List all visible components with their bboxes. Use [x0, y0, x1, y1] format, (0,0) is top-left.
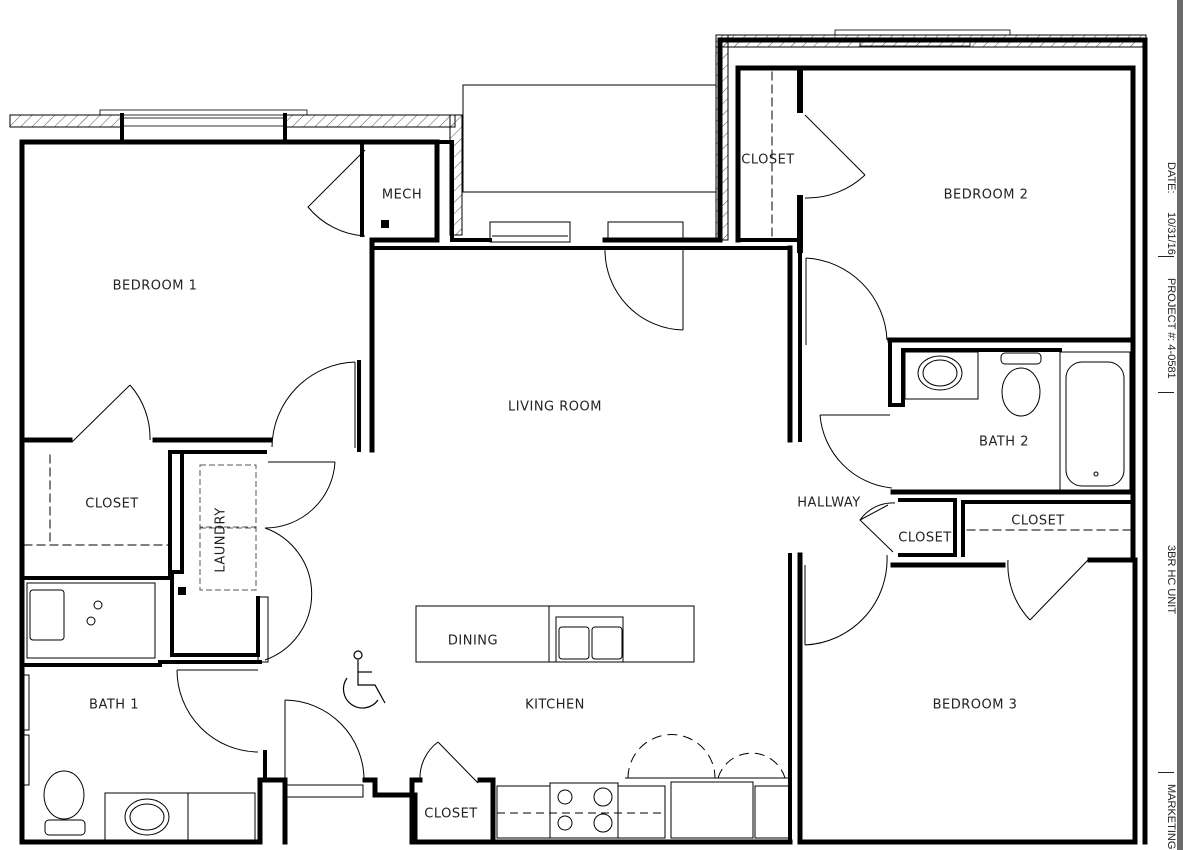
title-block-edge [1177, 0, 1183, 850]
door-leaf [257, 596, 269, 663]
door-closet-bed3 [1007, 559, 1089, 621]
mech-icon [381, 220, 389, 228]
title-block: DATE: 10/31/16 PROJECT #: 4-0581 3BR HC … [1148, 0, 1183, 850]
door-laundry-bottom [264, 527, 313, 661]
dryer [199, 527, 257, 591]
door-hall-closet [859, 502, 896, 553]
grab-bar [23, 674, 30, 731]
wall [435, 140, 492, 242]
door-bedroom1 [271, 361, 356, 448]
date-value: 10/31/16 [1165, 212, 1177, 255]
room-label-laundry: LAUNDRY [213, 507, 229, 573]
door-bath2 [819, 414, 893, 489]
toilet-icon [43, 770, 85, 820]
wall [19, 777, 278, 845]
room-label-closet-kitchen: CLOSET [424, 806, 478, 822]
window [282, 784, 364, 798]
wall [797, 552, 1138, 845]
door-closet-bed2 [804, 114, 866, 199]
door-bedroom2 [805, 257, 888, 345]
unit-label: 3BR HC UNIT [1165, 545, 1177, 615]
wall [735, 65, 1136, 343]
washer [199, 464, 257, 528]
vanity [104, 792, 256, 841]
toilet-icon [1001, 367, 1041, 417]
bathtub [1059, 351, 1131, 491]
room-label-kitchen: KITCHEN [525, 697, 585, 713]
counter [617, 785, 666, 839]
grab-bar [23, 734, 30, 786]
sink-icon [917, 355, 963, 391]
exterior-wall-top-left [9, 109, 456, 128]
wall [961, 500, 1132, 557]
separator [1158, 256, 1174, 257]
patio-outline [462, 84, 717, 193]
room-label-dining: DINING [447, 633, 499, 649]
room-label-closet-bed2: CLOSET [741, 152, 795, 168]
wall [19, 139, 440, 453]
door-mech [307, 149, 366, 237]
wall [409, 777, 493, 845]
counter [496, 785, 551, 839]
door-laundry-top [264, 461, 336, 529]
fridge-door-swing [627, 734, 786, 779]
wheelchair-icon [342, 650, 386, 709]
vanity [904, 351, 979, 400]
wall [20, 450, 267, 580]
door-entry-top [604, 249, 684, 331]
wall [888, 338, 1062, 407]
wall [898, 498, 957, 557]
window [489, 221, 571, 243]
wall [362, 777, 418, 845]
project-number: PROJECT #: 4-0581 [1165, 278, 1177, 379]
dining-counter [415, 605, 695, 663]
room-label-bedroom3: BEDROOM 3 [932, 697, 1018, 713]
pantry [754, 785, 791, 839]
room-label-mech: MECH [381, 187, 423, 203]
room-label-hallway: HALLWAY [797, 495, 861, 511]
separator [1158, 772, 1174, 773]
room-label-closet-bed3: CLOSET [1011, 513, 1065, 529]
wall [20, 660, 262, 667]
marketing-label: MARKETING [1165, 784, 1177, 850]
room-label-closet-bed1: CLOSET [85, 496, 139, 512]
door-bath1 [176, 669, 259, 753]
room-label-bedroom2: BEDROOM 2 [943, 187, 1029, 203]
separator [1158, 392, 1174, 393]
room-label-bath2: BATH 2 [979, 434, 1029, 450]
toilet-tank [1000, 352, 1042, 365]
room-label-living-room: LIVING ROOM [508, 399, 602, 415]
window [607, 221, 684, 243]
door-closet-bed1 [71, 384, 151, 443]
shower [26, 582, 156, 659]
water-heater-icon [178, 587, 186, 595]
wall [477, 777, 496, 845]
date-label: DATE: [1165, 162, 1177, 194]
sink-icon [124, 798, 170, 836]
wall [602, 37, 1148, 343]
refrigerator [670, 781, 754, 839]
door-entry-bottom [284, 699, 365, 781]
door-bedroom3 [804, 554, 888, 646]
room-label-bedroom1: BEDROOM 1 [112, 278, 198, 294]
sink-icon [555, 616, 624, 663]
room-label-closet-hall: CLOSET [898, 530, 952, 546]
door-kitchen-closet [419, 741, 479, 784]
room-label-bath1: BATH 1 [89, 697, 139, 713]
